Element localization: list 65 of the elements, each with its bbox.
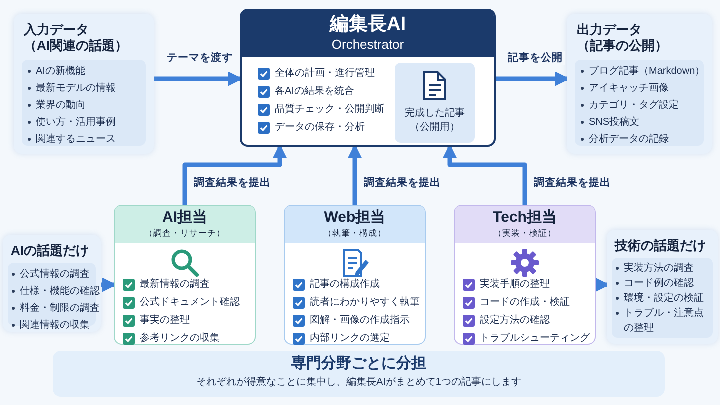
arrow — [348, 144, 362, 205]
list-item-text: アイキャッチ画像 — [589, 82, 669, 96]
list-item-text: コード例の確認 — [624, 276, 694, 291]
panel-subtitle: （執筆・構成） — [322, 228, 388, 239]
panel-title: 編集長AI — [328, 14, 407, 36]
document-label: 完成した記事（公開用） — [404, 107, 466, 135]
agent-panel — [284, 205, 426, 345]
agent-panel — [454, 205, 596, 345]
banner-text: それぞれが得意なことに集中し、編集長AIがまとめて1つの記事にします — [195, 376, 522, 390]
checklist-text: 各AIの結果を統合 — [275, 85, 354, 99]
edge-label: 記事を公開 — [506, 51, 565, 65]
panel-title: Tech担当 — [492, 209, 558, 227]
list-item-text: 仕様・機能の確認 — [20, 284, 100, 299]
list-item-text: 実装方法の調査 — [624, 262, 694, 276]
checklist-text: 公式ドキュメント確認 — [140, 296, 240, 310]
list-item-text: 公式情報の調査 — [20, 268, 90, 282]
checklist-text: 図解・画像の作成指示 — [310, 314, 410, 328]
checklist-text: 内部リンクの選定 — [310, 332, 390, 346]
checklist-text: 全体の計画・進行管理 — [275, 66, 375, 81]
checklist-text: コードの作成・検証 — [480, 296, 570, 310]
card-heading: 出力データ — [577, 22, 643, 38]
checklist-text: 記事の構成作成 — [310, 278, 380, 292]
card-heading: 入力データ — [24, 22, 90, 38]
panel-title: Web担当 — [323, 209, 387, 227]
checklist-text: 品質チェック・公開判断 — [275, 102, 385, 117]
data-card — [567, 14, 712, 154]
orchestrator-panel — [240, 9, 496, 147]
data-card — [14, 14, 154, 154]
list-item-text: 業界の動向 — [36, 98, 86, 113]
panel-subtitle: Orchestrator — [330, 37, 406, 53]
checklist-text: トラブルシューティング — [480, 332, 590, 346]
list-item-text: 最新モデルの情報 — [36, 82, 116, 96]
checklist-text: データの保存・分析 — [275, 120, 365, 135]
list-item-text: 料金・制限の調査 — [20, 302, 100, 316]
checklist-text: 読者にわかりやすく執筆 — [310, 296, 420, 310]
edge-label: テーマを渡す — [165, 51, 235, 65]
card-heading: （記事の公開） — [577, 38, 668, 54]
list-item-text: SNS投稿文 — [589, 116, 640, 130]
list-item-text: 関連情報の収集 — [20, 318, 90, 333]
checklist-text: 実装手順の整理 — [480, 278, 550, 292]
list-item-text: 分析データの記録 — [589, 132, 669, 147]
banner-heading: 専門分野ごとに分担 — [290, 354, 428, 374]
checklist-text: 最新情報の調査 — [140, 278, 210, 292]
document-card — [395, 63, 475, 143]
list-item-text: ブログ記事（Markdown） — [589, 64, 706, 79]
topic-card — [607, 230, 718, 344]
card-heading: AIの話題だけ — [11, 243, 89, 259]
topic-card — [3, 235, 101, 332]
arrow — [182, 144, 288, 205]
list-item-text: トラブル・注意点の整理 — [624, 306, 705, 336]
list-item-text: 環境・設定の検証 — [624, 292, 704, 306]
checklist-text: 参考リンクの収集 — [140, 332, 220, 346]
list-item-text: カテゴリ・タグ設定 — [589, 98, 679, 113]
arrow — [442, 144, 528, 205]
panel-title: AI担当 — [162, 209, 208, 227]
list-item-text: AIの新機能 — [36, 64, 86, 79]
panel-subtitle: （調査・リサーチ） — [144, 228, 226, 239]
list-item-text: 使い方・活用事例 — [36, 116, 116, 130]
checklist-text: 設定方法の確認 — [480, 314, 550, 328]
card-heading: 技術の話題だけ — [615, 238, 706, 254]
list-item-text: 関連するニュース — [36, 132, 116, 147]
checklist-text: 事実の整理 — [140, 314, 190, 328]
card-heading: （AI関連の話題） — [24, 38, 128, 54]
agent-panel — [114, 205, 256, 345]
panel-subtitle: （実装・検証） — [492, 228, 558, 239]
